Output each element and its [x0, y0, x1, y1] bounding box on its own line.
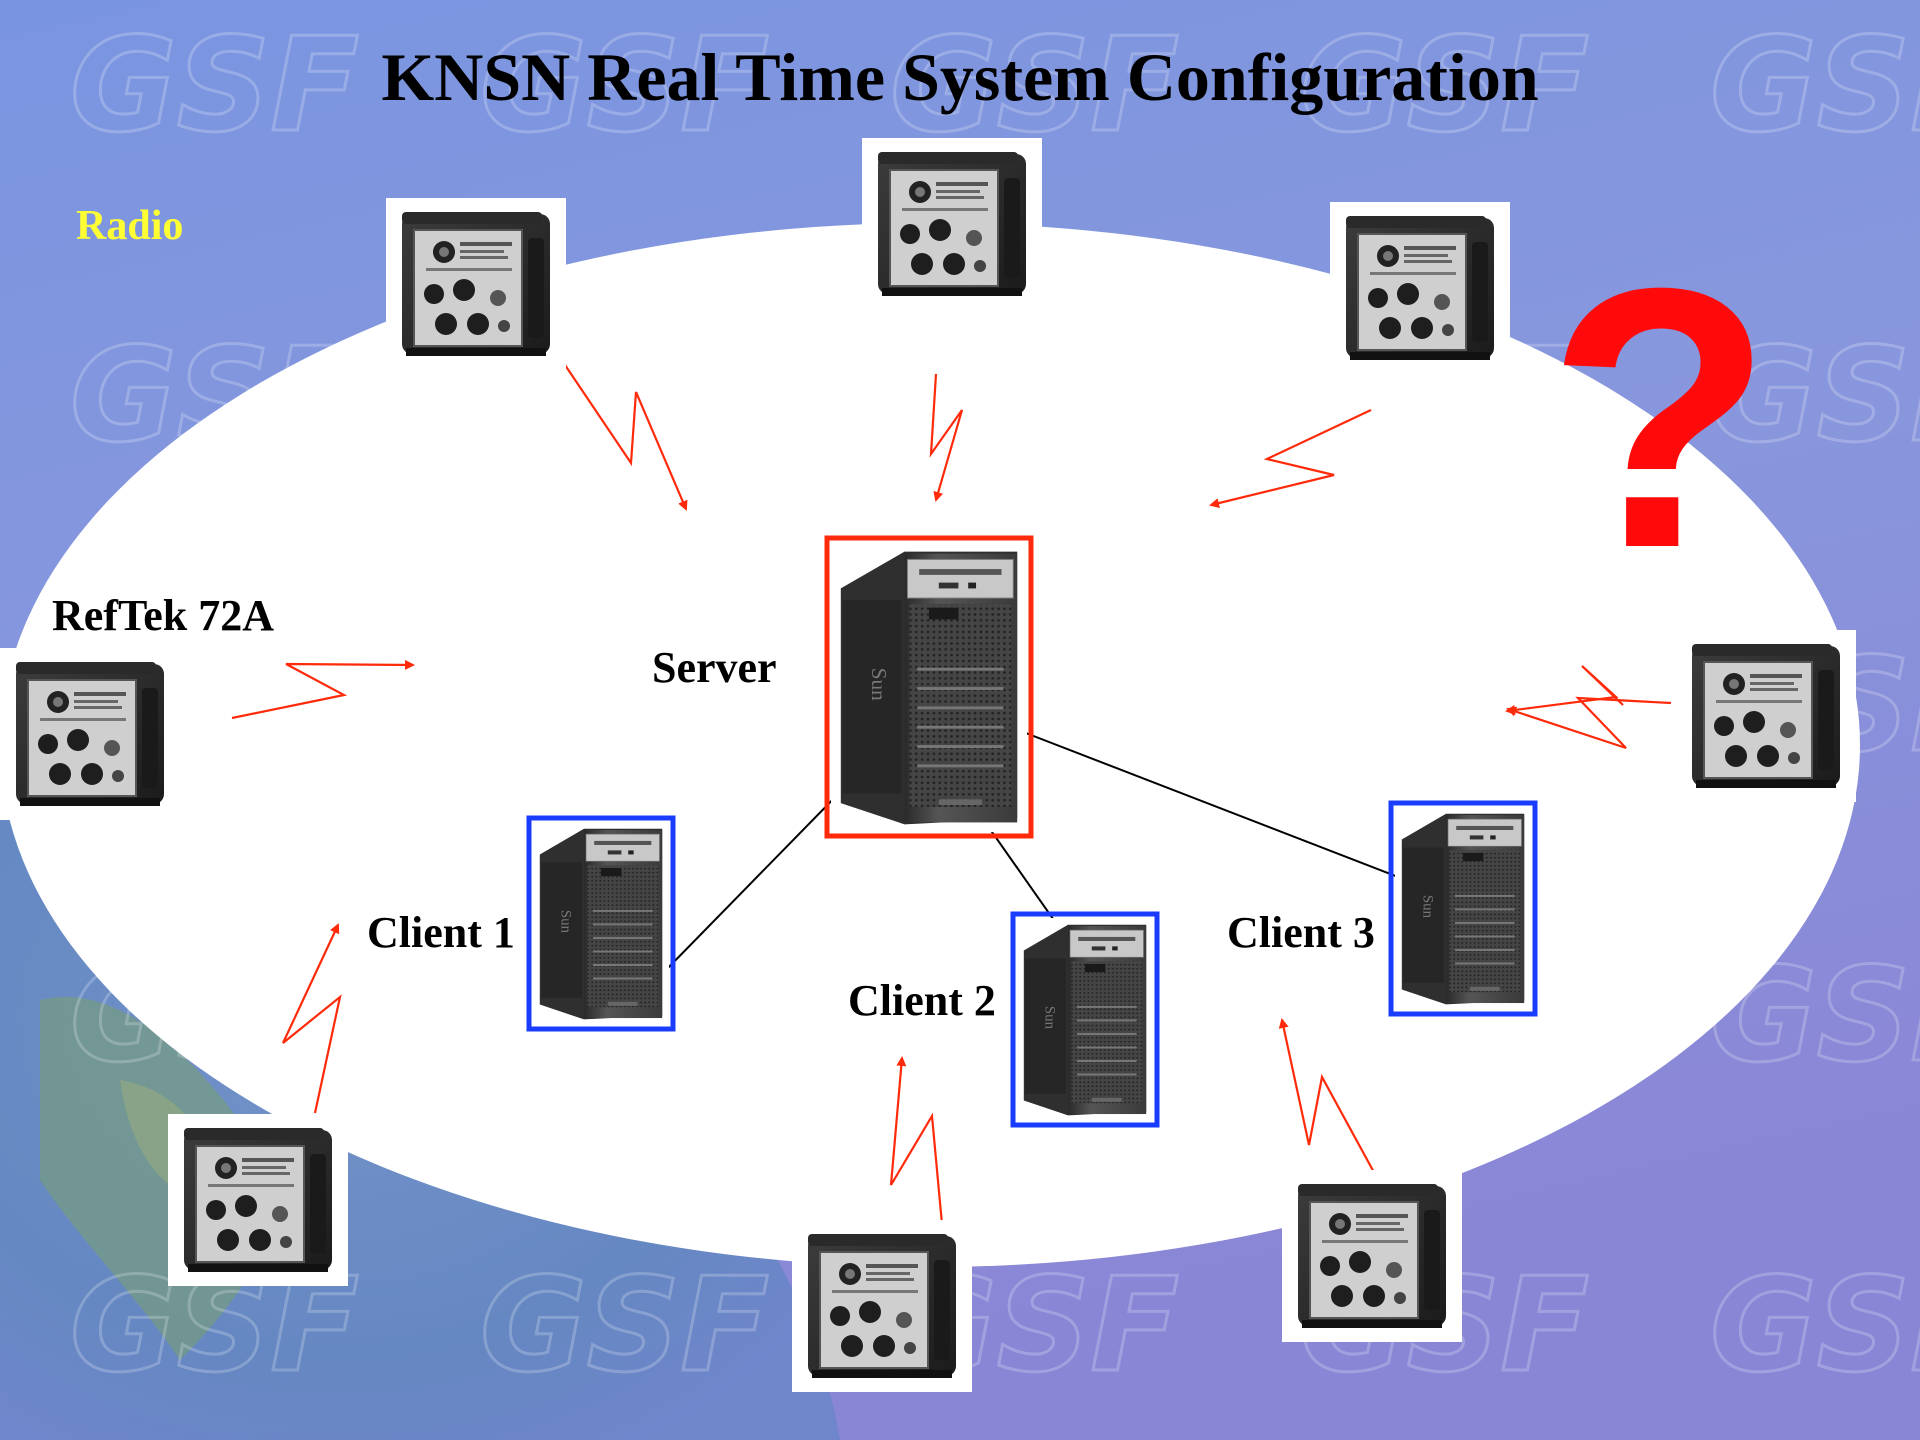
reftek-digitizer-icon [1281, 1169, 1463, 1343]
watermark-tile: GSF [480, 9, 769, 161]
question-mark: ? [1547, 212, 1773, 625]
signal-arrow-bottom-right [1278, 1018, 1377, 1177]
client2-label: Client 2 [848, 976, 996, 1025]
watermark-tile: GSF [1300, 9, 1589, 161]
watermark-tile: GSF [1710, 319, 1920, 471]
server-tower-icon [824, 535, 1034, 839]
watermark-tile: GSF [890, 9, 1179, 161]
watermark-tile: GSF [1710, 9, 1920, 161]
reftek-digitizer-icon [0, 647, 181, 821]
server-frame [824, 535, 1034, 839]
client2-frame [1010, 911, 1160, 1128]
signal-arrow-top-right [1209, 409, 1372, 508]
client3-frame [1388, 800, 1538, 1017]
reftek-digitizer-icon [1675, 629, 1857, 803]
server-label: Server [652, 643, 777, 692]
network-links [663, 729, 1451, 973]
client-tower-icon [1010, 911, 1160, 1128]
reftek-digitizer-icon [791, 1219, 973, 1393]
signal-arrow-top-left [562, 361, 688, 511]
client-tower-icon [526, 815, 676, 1032]
reftek-label: RefTek 72A [52, 591, 275, 640]
client-tower-icon [1388, 800, 1538, 1017]
slide-title: KNSN Real Time System Configuration [381, 39, 1539, 115]
client3-label: Client 3 [1227, 908, 1375, 957]
link-server-client3 [1017, 729, 1451, 898]
link-server-client1 [663, 783, 849, 973]
reftek-digitizer-icon [385, 197, 567, 371]
signal-arrow-right [1506, 696, 1672, 750]
reftek-digitizer-icon [167, 1113, 349, 1287]
client1-frame [526, 815, 676, 1032]
reftek-digitizer-icon [861, 137, 1043, 311]
watermark-tile: GSF [1710, 1249, 1920, 1401]
signal-arrow-left [231, 659, 415, 720]
signal-arrows [231, 361, 1672, 1236]
signal-arrow-top [929, 373, 964, 502]
reftek-digitizer-icon [1329, 201, 1511, 375]
signal-arrow-bottom-left [282, 923, 342, 1114]
radio-label: Radio [76, 203, 184, 249]
link-server-client2 [984, 821, 1059, 927]
client1-label: Client 1 [367, 908, 515, 957]
watermark-tile: GSF [70, 9, 359, 161]
signal-arrow-bottom [889, 1056, 945, 1236]
watermark-tile: GSF [480, 1249, 769, 1401]
signal-arrow-right-a [1505, 665, 1624, 715]
